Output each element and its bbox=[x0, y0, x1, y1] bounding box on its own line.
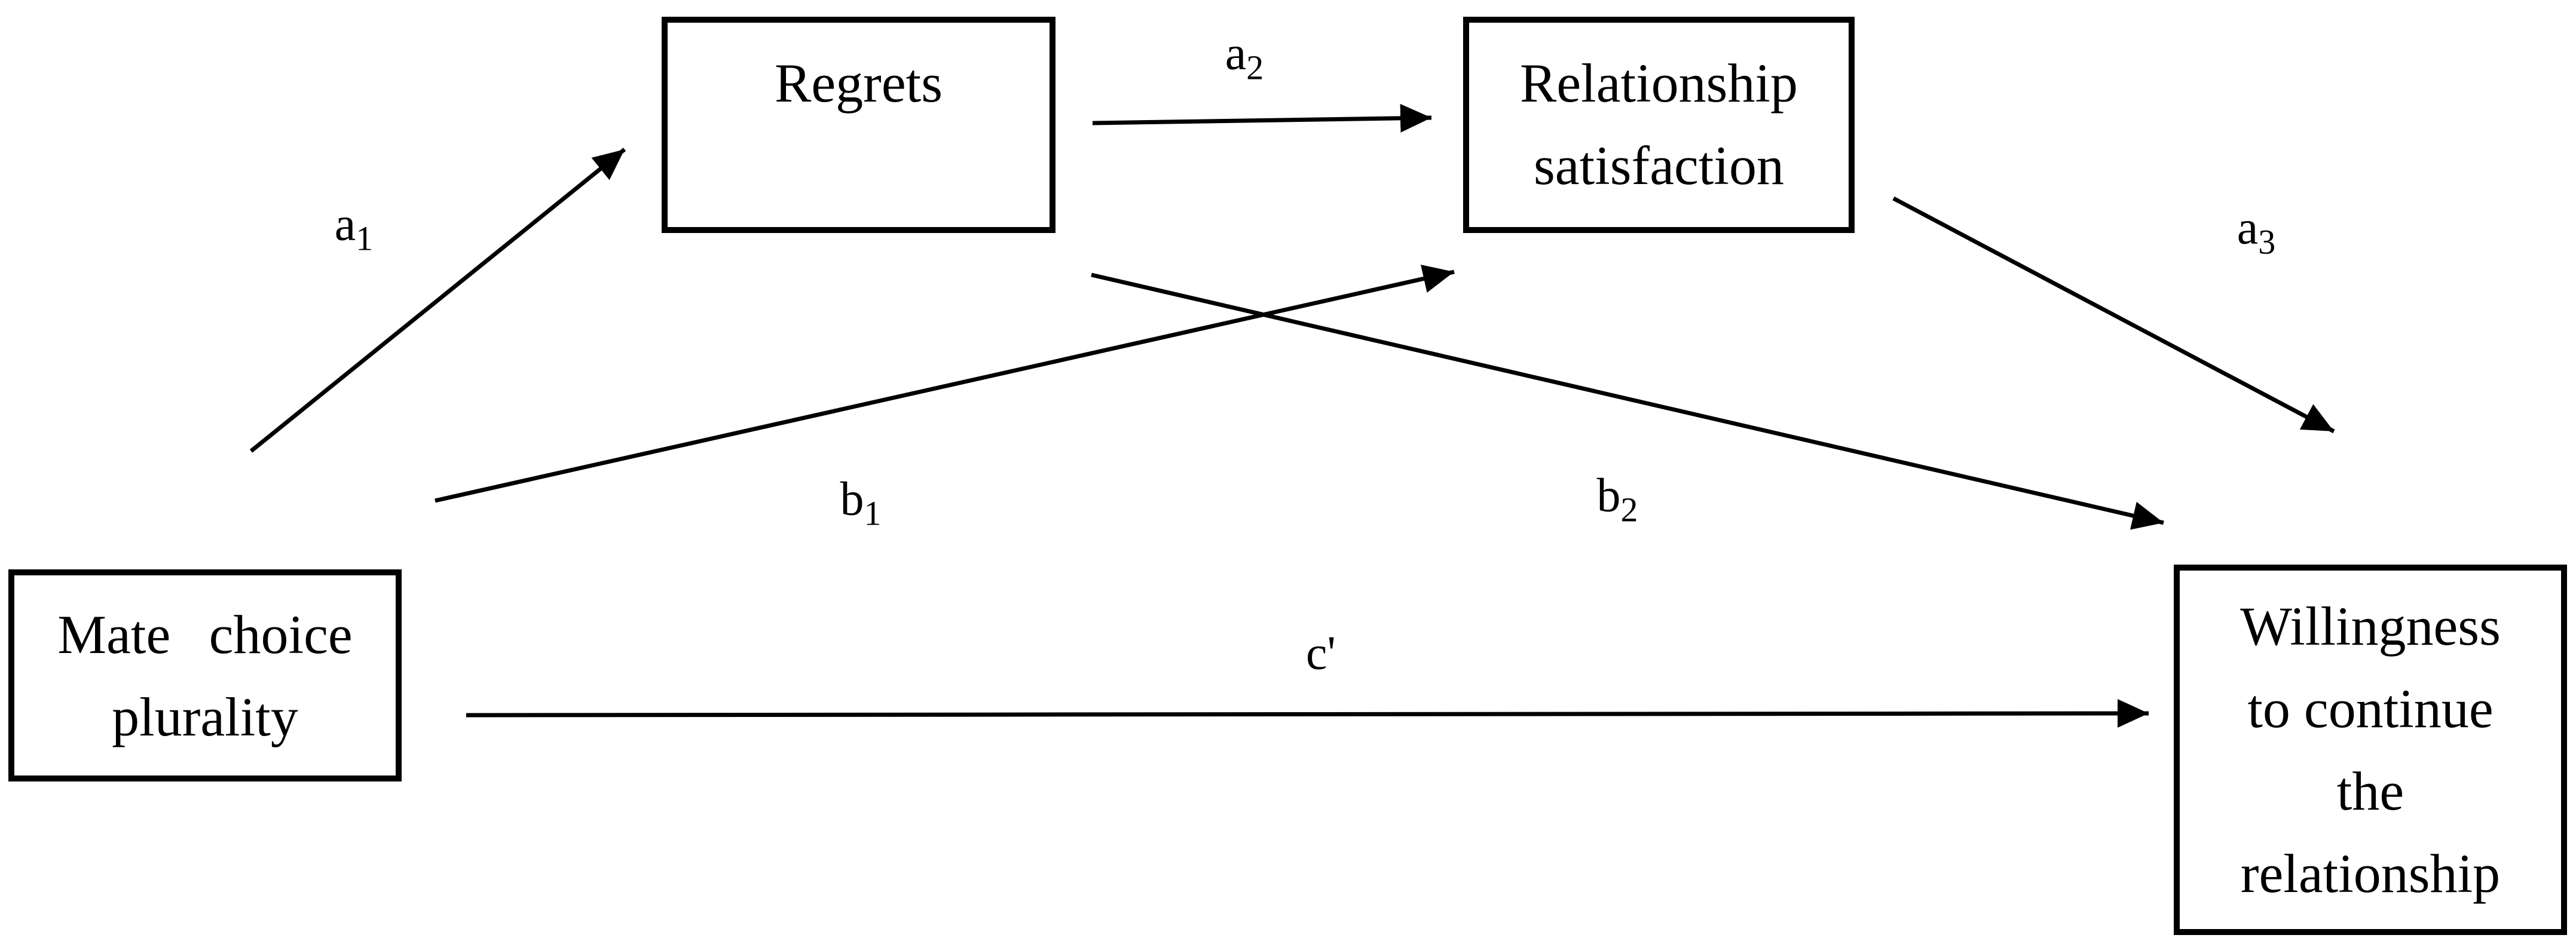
path-label-c-prime-base: c' bbox=[1306, 627, 1336, 680]
node-regrets: Regrets bbox=[662, 17, 1056, 233]
node-willingness-label-line3: the bbox=[2336, 761, 2404, 822]
arrow-a3-satisfaction-outward bbox=[1892, 196, 2335, 434]
path-label-b2: b2 bbox=[1597, 472, 1638, 528]
arrow-b2-regrets-to-willingness bbox=[1091, 272, 2164, 530]
arrow-c-prime-mate-to-willingness bbox=[466, 699, 2149, 728]
arrow-b1-mate-to-satisfaction bbox=[435, 264, 1455, 503]
path-label-a2-sub: 2 bbox=[1246, 48, 1264, 87]
path-label-a3-base: a bbox=[2237, 201, 2259, 255]
path-label-b2-base: b bbox=[1596, 469, 1621, 522]
node-relationship-satisfaction-label-line1: Relationship bbox=[1519, 53, 1798, 114]
node-relationship-satisfaction: Relationship satisfaction bbox=[1463, 17, 1855, 233]
path-label-b2-sub: 2 bbox=[1620, 490, 1638, 529]
path-label-a3: a3 bbox=[2237, 204, 2276, 260]
node-mate-choice-plurality-label-line1: Mate choice bbox=[57, 603, 353, 665]
path-label-a1-base: a bbox=[334, 198, 356, 251]
arrow-a1-mate-to-regrets bbox=[249, 148, 626, 453]
path-label-a1: a1 bbox=[335, 201, 374, 256]
node-willingness-label-line4: relationship bbox=[2240, 843, 2501, 904]
node-willingness-label-line1: Willingness bbox=[2240, 596, 2501, 657]
path-label-c-prime: c' bbox=[1306, 630, 1336, 685]
node-regrets-label: Regrets bbox=[774, 53, 943, 114]
path-label-b1-sub: 1 bbox=[864, 494, 882, 533]
node-mate-choice-plurality: Mate choice plurality bbox=[8, 569, 402, 781]
path-label-a3-sub: 3 bbox=[2258, 222, 2276, 262]
path-label-a2-base: a bbox=[1225, 27, 1247, 80]
node-willingness-to-continue: Willingness to continue the relationship bbox=[2174, 565, 2567, 935]
path-label-a2: a2 bbox=[1225, 30, 1264, 85]
node-relationship-satisfaction-label-line2: satisfaction bbox=[1534, 135, 1784, 196]
path-label-b1: b1 bbox=[840, 476, 882, 531]
node-mate-choice-plurality-label-line2: plurality bbox=[112, 686, 298, 747]
path-label-b1-base: b bbox=[840, 473, 864, 526]
arrow-a2-regrets-to-satisfaction bbox=[1092, 103, 1432, 133]
node-willingness-label-line2: to continue bbox=[2247, 678, 2494, 739]
path-label-a1-sub: 1 bbox=[356, 219, 374, 258]
